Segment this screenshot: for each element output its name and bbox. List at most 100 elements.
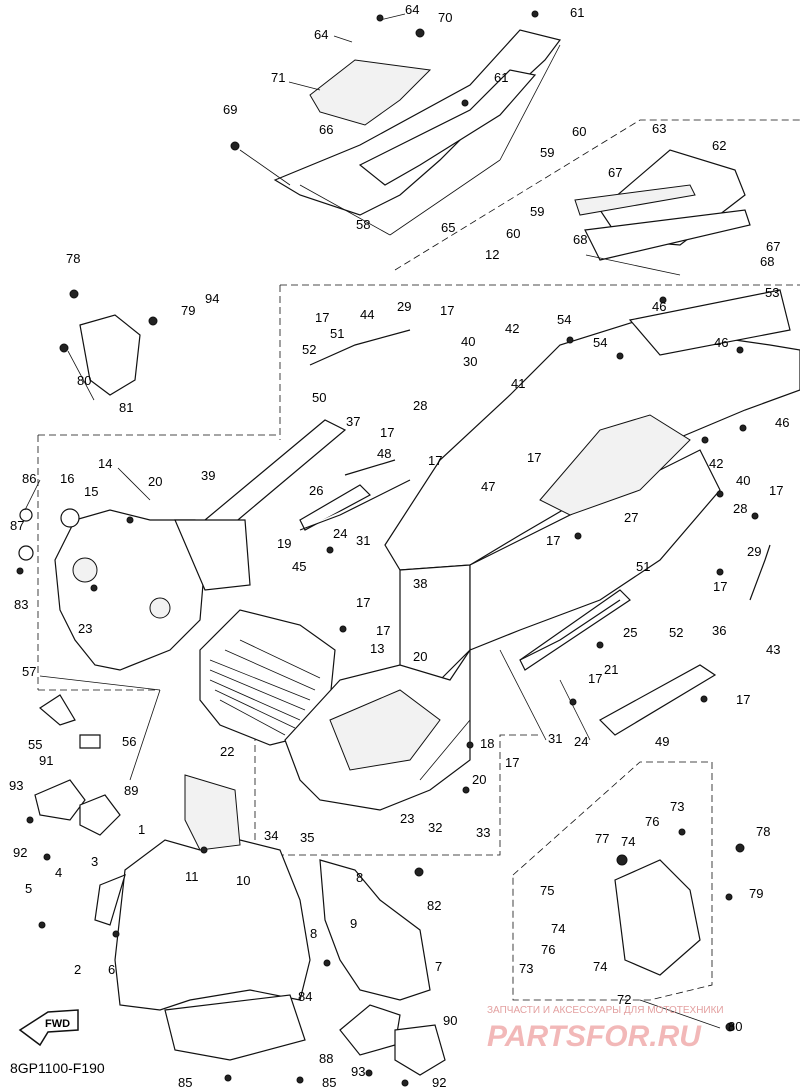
callout-85: 85 bbox=[322, 1075, 336, 1090]
watermark-tagline: ЗАПЧАСТИ И АКСЕССУАРЫ ДЛЯ МОТОТЕХНИКИ bbox=[487, 1005, 724, 1016]
callout-59: 59 bbox=[540, 145, 554, 160]
callout-67: 67 bbox=[608, 165, 622, 180]
callout-46: 46 bbox=[714, 335, 728, 350]
callout-74: 74 bbox=[551, 921, 565, 936]
callout-35: 35 bbox=[300, 830, 314, 845]
callout-76: 76 bbox=[645, 814, 659, 829]
callout-26: 26 bbox=[309, 483, 323, 498]
callout-48: 48 bbox=[377, 446, 391, 461]
callout-71: 71 bbox=[271, 70, 285, 85]
callout-21: 21 bbox=[604, 662, 618, 677]
callout-20: 20 bbox=[413, 649, 427, 664]
callout-87: 87 bbox=[10, 518, 24, 533]
bracket-81 bbox=[59, 289, 158, 396]
steering-support-72 bbox=[614, 859, 701, 976]
callout-75: 75 bbox=[540, 883, 554, 898]
callout-17: 17 bbox=[769, 483, 783, 498]
callout-92: 92 bbox=[13, 845, 27, 860]
callout-66: 66 bbox=[319, 122, 333, 137]
callout-50: 50 bbox=[312, 390, 326, 405]
callout-17: 17 bbox=[428, 453, 442, 468]
callout-24: 24 bbox=[333, 526, 347, 541]
callout-52: 52 bbox=[669, 625, 683, 640]
callout-61: 61 bbox=[570, 5, 584, 20]
callout-17: 17 bbox=[356, 595, 370, 610]
callout-42: 42 bbox=[709, 456, 723, 471]
callout-60: 60 bbox=[506, 226, 520, 241]
callout-25: 25 bbox=[623, 625, 637, 640]
callout-32: 32 bbox=[428, 820, 442, 835]
callout-3: 3 bbox=[91, 854, 98, 869]
callout-72: 72 bbox=[617, 992, 631, 1007]
callout-63: 63 bbox=[652, 121, 666, 136]
callout-84: 84 bbox=[298, 989, 312, 1004]
callout-13: 13 bbox=[370, 641, 384, 656]
callout-9: 9 bbox=[350, 916, 357, 931]
callout-31: 31 bbox=[356, 533, 370, 548]
callout-22: 22 bbox=[220, 744, 234, 759]
callout-82: 82 bbox=[427, 898, 441, 913]
callout-20: 20 bbox=[472, 772, 486, 787]
callout-74: 74 bbox=[621, 834, 635, 849]
callout-17: 17 bbox=[376, 623, 390, 638]
callout-46: 46 bbox=[775, 415, 789, 430]
callout-69: 69 bbox=[223, 102, 237, 117]
callout-29: 29 bbox=[397, 299, 411, 314]
callout-8: 8 bbox=[356, 870, 363, 885]
callout-73: 73 bbox=[670, 799, 684, 814]
tunnel-12 bbox=[384, 289, 800, 691]
callout-73: 73 bbox=[519, 961, 533, 976]
callout-78: 78 bbox=[66, 251, 80, 266]
callout-20: 20 bbox=[148, 474, 162, 489]
callout-94: 94 bbox=[205, 291, 219, 306]
callout-55: 55 bbox=[28, 737, 42, 752]
callout-67: 67 bbox=[766, 239, 780, 254]
callout-62: 62 bbox=[712, 138, 726, 153]
callout-51: 51 bbox=[636, 559, 650, 574]
callout-42: 42 bbox=[505, 321, 519, 336]
rear-frame-58 bbox=[273, 29, 562, 236]
callout-46: 46 bbox=[652, 299, 666, 314]
callout-70: 70 bbox=[438, 10, 452, 25]
callout-28: 28 bbox=[413, 398, 427, 413]
callout-65: 65 bbox=[441, 220, 455, 235]
callout-49: 49 bbox=[655, 734, 669, 749]
callout-90: 90 bbox=[443, 1013, 457, 1028]
callout-78: 78 bbox=[756, 824, 770, 839]
callout-77: 77 bbox=[595, 831, 609, 846]
callout-11: 11 bbox=[185, 869, 199, 884]
front-frame-1 bbox=[94, 774, 311, 1061]
callout-76: 76 bbox=[541, 942, 555, 957]
callout-80: 80 bbox=[728, 1019, 742, 1034]
callout-17: 17 bbox=[546, 533, 560, 548]
callout-54: 54 bbox=[557, 312, 571, 327]
callout-29: 29 bbox=[747, 544, 761, 559]
callout-27: 27 bbox=[624, 510, 638, 525]
callout-28: 28 bbox=[733, 501, 747, 516]
callout-88: 88 bbox=[319, 1051, 333, 1066]
fwd-label: FWD bbox=[45, 1018, 70, 1030]
callout-52: 52 bbox=[302, 342, 316, 357]
callout-17: 17 bbox=[505, 755, 519, 770]
fasteners bbox=[16, 10, 759, 1087]
callout-2: 2 bbox=[74, 962, 81, 977]
callout-58: 58 bbox=[356, 217, 370, 232]
callout-10: 10 bbox=[236, 873, 250, 888]
callout-54: 54 bbox=[593, 335, 607, 350]
callout-17: 17 bbox=[315, 310, 329, 325]
fwd-arrow-icon: FWD bbox=[18, 1009, 79, 1047]
callout-leaders bbox=[24, 13, 721, 1029]
callout-16: 16 bbox=[60, 471, 74, 486]
callout-43: 43 bbox=[766, 642, 780, 657]
callout-64: 64 bbox=[405, 2, 419, 17]
slide-rails bbox=[299, 329, 771, 661]
callout-56: 56 bbox=[122, 734, 136, 749]
bulkhead-14 bbox=[18, 508, 251, 671]
callout-83: 83 bbox=[14, 597, 28, 612]
callout-79: 79 bbox=[181, 303, 195, 318]
callout-45: 45 bbox=[292, 559, 306, 574]
callout-93: 93 bbox=[9, 778, 23, 793]
callout-19: 19 bbox=[277, 536, 291, 551]
callout-79: 79 bbox=[749, 886, 763, 901]
